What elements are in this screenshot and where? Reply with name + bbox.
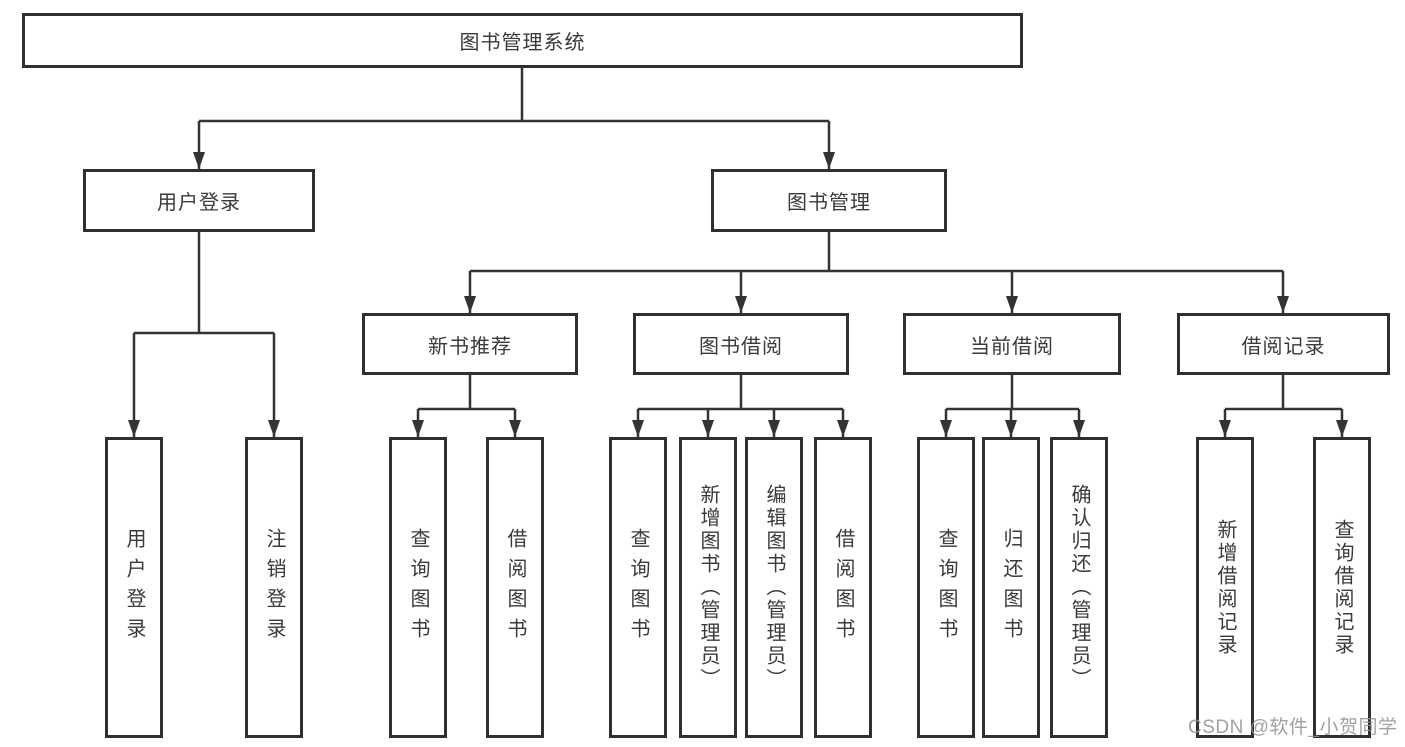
- connector-borrow-records-children: [1219, 375, 1348, 437]
- leaf-add-borrow-record: 新增借阅记录: [1196, 437, 1254, 738]
- leaf-return-book: 归还图书: [982, 437, 1040, 738]
- leaf-borrow-query-books-label: 查询图书: [627, 527, 649, 648]
- node-user-login-label: 用户登录: [157, 192, 241, 214]
- leaf-edit-book-admin-label: 编辑图书（管理员）: [763, 484, 785, 691]
- node-borrow-records: 借阅记录: [1177, 313, 1390, 375]
- leaf-borrow-book-label: 借阅图书: [832, 527, 854, 648]
- node-book-borrow: 图书借阅: [633, 313, 849, 375]
- csdn-watermark: CSDN @软件_小贺同学: [1188, 717, 1398, 738]
- leaf-user-login-label: 用户登录: [123, 527, 145, 648]
- leaf-logout: 注销登录: [245, 437, 303, 738]
- leaf-recommend-borrow-book-label: 借阅图书: [504, 527, 526, 648]
- leaf-query-borrow-record-label: 查询借阅记录: [1331, 518, 1353, 657]
- node-root-label: 图书管理系统: [459, 32, 586, 54]
- connector-root-to-level1: [193, 68, 835, 169]
- leaf-add-borrow-record-label: 新增借阅记录: [1214, 518, 1236, 657]
- node-borrow-records-label: 借阅记录: [1241, 335, 1326, 358]
- connector-current-borrow-children: [940, 375, 1085, 437]
- node-book-management: 图书管理: [711, 169, 947, 232]
- leaf-add-book-admin-label: 新增图书（管理员）: [697, 484, 719, 691]
- leaf-current-query-books: 查询图书: [917, 437, 975, 738]
- connector-book-management-sections: [464, 232, 1289, 313]
- connector-new-book-recommend-children: [412, 375, 521, 437]
- leaf-recommend-borrow-book: 借阅图书: [486, 437, 544, 738]
- leaf-logout-label: 注销登录: [263, 527, 285, 648]
- node-current-borrow: 当前借阅: [903, 313, 1121, 375]
- leaf-recommend-query-books: 查询图书: [389, 437, 447, 738]
- node-new-book-recommend-label: 新书推荐: [428, 335, 512, 358]
- connector-user-login-children: [128, 232, 280, 437]
- leaf-recommend-query-books-label: 查询图书: [407, 527, 429, 648]
- leaf-current-query-books-label: 查询图书: [935, 527, 957, 648]
- node-user-login: 用户登录: [83, 169, 315, 232]
- leaf-add-book-admin: 新增图书（管理员）: [679, 437, 737, 738]
- node-root: 图书管理系统: [22, 13, 1023, 68]
- node-book-borrow-label: 图书借阅: [699, 335, 783, 358]
- leaf-confirm-return-admin: 确认归还（管理员）: [1050, 437, 1108, 738]
- leaf-borrow-query-books: 查询图书: [609, 437, 667, 738]
- connector-book-borrow-children: [632, 375, 849, 437]
- leaf-user-login: 用户登录: [105, 437, 163, 738]
- leaf-borrow-book: 借阅图书: [814, 437, 872, 738]
- leaf-query-borrow-record: 查询借阅记录: [1313, 437, 1371, 738]
- node-current-borrow-label: 当前借阅: [970, 335, 1054, 358]
- node-book-management-label: 图书管理: [787, 192, 871, 214]
- leaf-confirm-return-admin-label: 确认归还（管理员）: [1068, 484, 1090, 691]
- leaf-return-book-label: 归还图书: [1000, 527, 1022, 648]
- leaf-edit-book-admin: 编辑图书（管理员）: [745, 437, 803, 738]
- node-new-book-recommend: 新书推荐: [362, 313, 578, 375]
